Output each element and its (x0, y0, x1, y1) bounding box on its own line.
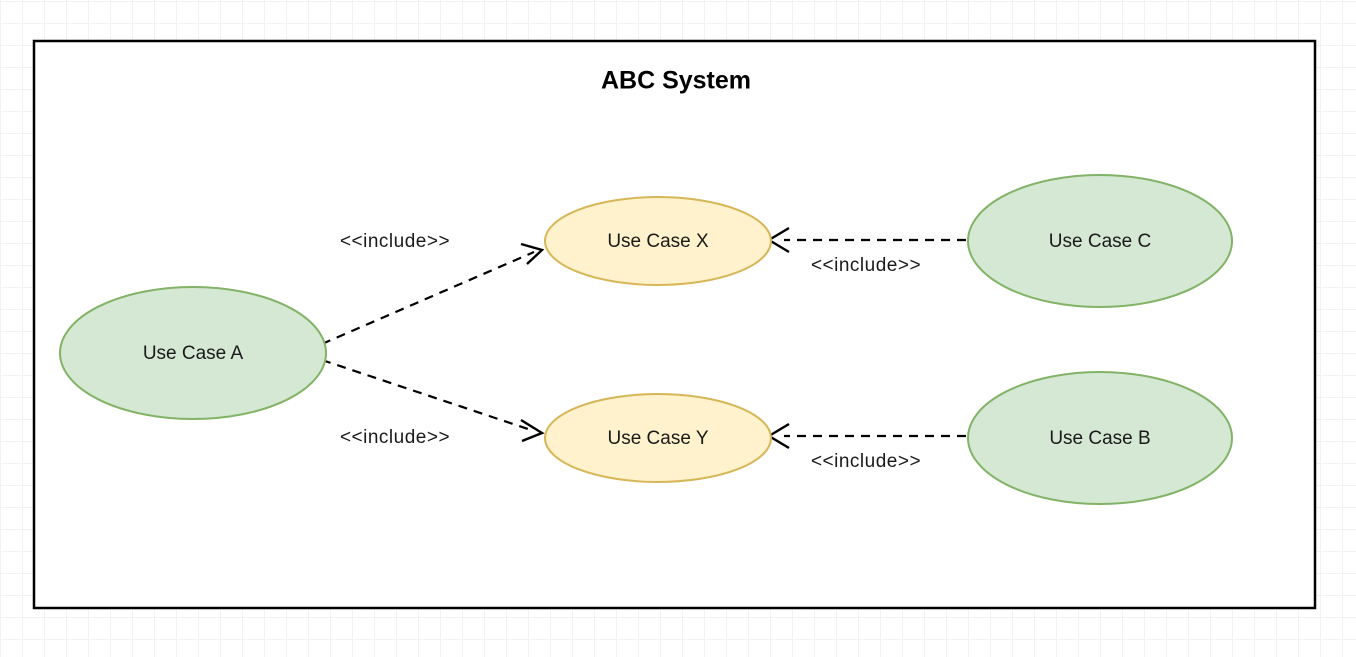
open-arrow-head-icon (520, 418, 545, 443)
use-case-node-b[interactable]: Use Case B (967, 371, 1233, 505)
dependency-line (321, 250, 535, 346)
use-case-label: Use Case C (1049, 231, 1151, 252)
dependency-line (321, 358, 535, 433)
use-case-node-y[interactable]: Use Case Y (544, 393, 772, 483)
use-case-ellipse (59, 286, 327, 420)
use-case-ellipse (967, 371, 1233, 505)
use-case-label: Use Case B (1049, 428, 1150, 449)
use-case-ellipse (967, 174, 1233, 308)
open-arrow-head-icon (520, 242, 545, 265)
edge-stereotype-label: <<include>> (811, 255, 921, 276)
edge-stereotype-label: <<include>> (340, 231, 450, 252)
use-case-label: Use Case X (607, 231, 709, 252)
edge-stereotype-label: <<include>> (340, 427, 450, 448)
edge-stereotype-label: <<include>> (811, 451, 921, 472)
use-case-node-a[interactable]: Use Case A (59, 286, 327, 420)
use-case-node-x[interactable]: Use Case X (544, 196, 772, 286)
use-case-label: Use Case Y (607, 428, 708, 449)
use-case-ellipse (544, 196, 772, 286)
system-boundary-title: ABC System (601, 67, 751, 95)
use-case-node-c[interactable]: Use Case C (967, 174, 1233, 308)
use-case-ellipse (544, 393, 772, 483)
use-case-label: Use Case A (143, 343, 244, 364)
dependency-edge-usecase-a-to-usecase-x[interactable]: <<include>> (321, 231, 545, 346)
dependency-edge-usecase-a-to-usecase-y[interactable]: <<include>> (321, 358, 545, 448)
